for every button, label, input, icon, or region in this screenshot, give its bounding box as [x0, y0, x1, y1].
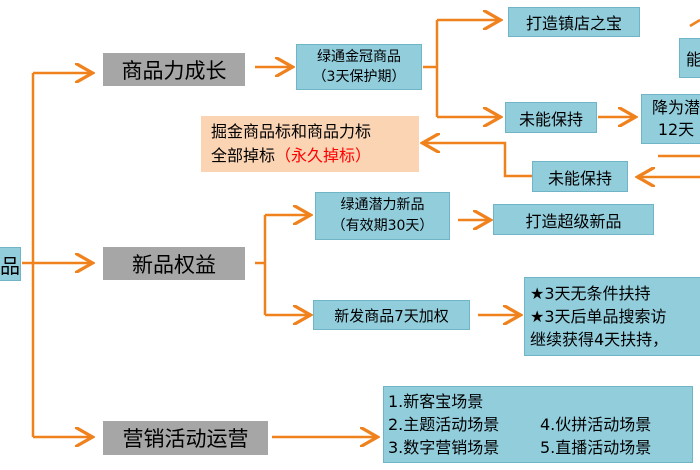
- scene-line-3: 3.数字营销场景 5.直播活动场景: [388, 438, 652, 457]
- marketing-ops-node: 营销活动运营: [103, 421, 268, 455]
- scene-line-1: 1.新客宝场景: [388, 392, 484, 411]
- not-maintained-node-1: 未能保持: [505, 102, 597, 133]
- green-crown-node: 绿通金冠商品 （3天保护期）: [296, 44, 422, 90]
- shop-treasure-node: 打造镇店之宝: [508, 7, 640, 37]
- not-maintained-node-2: 未能保持: [532, 161, 628, 192]
- product-growth-node: 商品力成长: [103, 53, 245, 86]
- new-weight-node: 新发商品7天加权: [313, 300, 470, 330]
- scenes-node: 1.新客宝场景 2.主题活动场景 4.伙拼活动场景 3.数字营销场景 5.直播活…: [383, 386, 693, 463]
- root-node: 品: [0, 247, 21, 281]
- scene-line-2: 2.主题活动场景 4.伙拼活动场景: [388, 415, 652, 434]
- cut-right-node: 能: [679, 38, 700, 78]
- super-product-node: 打造超级新品: [493, 204, 654, 235]
- new-product-rights-node: 新品权益: [103, 247, 245, 280]
- downgrade-node: 降为潜 12天: [641, 94, 700, 144]
- arrow-to-drop-badge: [425, 143, 532, 178]
- support-node: ★3天无条件扶持 ★3天后单品搜索访 继续获得4天扶持，: [524, 277, 700, 356]
- drop-badge-node: 掘金商品标和商品力标 全部掉标（永久掉标）: [201, 116, 419, 172]
- arrow-right-to-shop: [689, 18, 700, 28]
- potential-node: 绿通潜力新品 （有效期30天）: [315, 192, 450, 240]
